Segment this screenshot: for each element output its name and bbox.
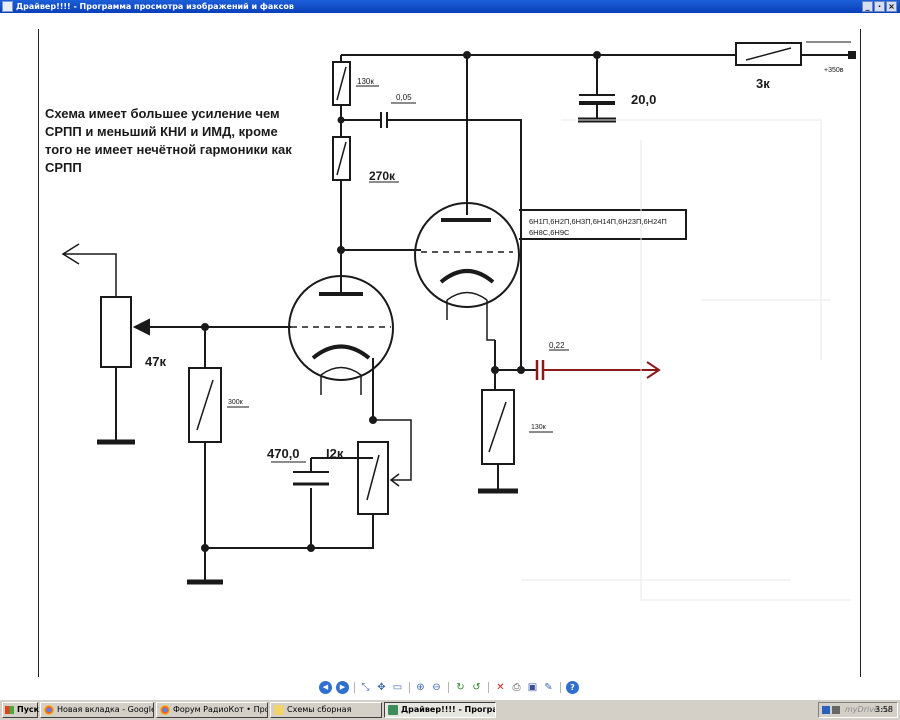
cathode-cap-wire <box>310 457 373 548</box>
toolbar-separator <box>448 682 449 693</box>
circuit-diagram: Схема имеет большее усиление чем СРПП и … <box>45 41 856 601</box>
edit-icon[interactable]: ✎ <box>544 682 553 693</box>
image-viewer-icon <box>388 705 398 715</box>
label-tube-types-1: 6Н1П,6Н2П,6Н3П,6Н14П,6Н23П,6Н24П <box>529 217 667 226</box>
task-label: Схемы сборная <box>287 705 352 714</box>
minimize-button[interactable]: _ <box>862 1 873 12</box>
taskbar-item-folder[interactable]: Схемы сборная <box>270 702 382 718</box>
label-tube-types-2: 6Н8С,6Н9С <box>529 228 570 237</box>
supply-terminal <box>848 51 856 59</box>
trim-wire <box>373 419 412 481</box>
maximize-button[interactable]: · <box>874 1 885 12</box>
note-line-2: СРПП и меньший КНИ и ИМД, кроме <box>45 124 278 139</box>
potentiometer-47k <box>100 296 132 368</box>
schematic-image: Схема имеет большее усиление чем СРПП и … <box>38 29 861 684</box>
windows-logo-icon <box>5 706 14 714</box>
pot-ground <box>97 367 135 443</box>
resistor-slash <box>336 66 347 101</box>
best-fit-icon[interactable]: ⤡ <box>361 682 370 693</box>
tube-lower-cathode <box>311 344 371 360</box>
label-pot: 47к <box>145 354 166 369</box>
zoom-in-icon[interactable]: ⊕ <box>416 682 425 693</box>
network-icon[interactable] <box>822 706 830 714</box>
cathode-ground-wire <box>205 514 374 549</box>
resistor-3k-slash <box>745 47 792 61</box>
volume-icon[interactable] <box>832 706 840 714</box>
capacitor-005 <box>380 112 388 128</box>
taskbar-item-chrome-forum[interactable]: Форум РадиоКот • Прос... <box>156 702 268 718</box>
rotate-counterclockwise-icon[interactable]: ↺ <box>472 682 481 693</box>
taskbar-item-chrome-newtab[interactable]: Новая вкладка - Google... <box>40 702 154 718</box>
resistor-slash <box>488 401 507 453</box>
capacitor-022 <box>535 360 545 380</box>
clock: 3:58 <box>875 705 893 714</box>
note-line-3: того не имеет нечётной гармоники как <box>45 142 292 157</box>
prev-image-icon[interactable]: ◀ <box>319 681 332 694</box>
task-label: Форум РадиоКот • Прос... <box>173 705 268 714</box>
note-line-4: СРПП <box>45 160 82 175</box>
next-image-icon[interactable]: ▶ <box>336 681 349 694</box>
coupling-wire <box>341 119 522 370</box>
tube-upper <box>414 202 520 308</box>
viewer-app-icon <box>2 1 13 12</box>
folder-icon <box>274 705 284 715</box>
tube-upper-heater <box>446 291 495 341</box>
resistor-slash <box>366 454 380 501</box>
print-icon[interactable]: ⎙ <box>512 682 521 693</box>
start-button[interactable]: Пуск <box>2 702 40 718</box>
toolbar-separator <box>488 682 489 693</box>
input-arrow <box>61 243 117 297</box>
resistor-slash <box>336 141 347 176</box>
save-icon[interactable]: ▣ <box>527 682 538 693</box>
toolbar-separator <box>560 682 561 693</box>
window-title: Драйвер!!!! - Программа просмотра изобра… <box>16 2 294 11</box>
watermark: myDrive.ru <box>845 705 890 714</box>
help-icon[interactable]: ? <box>566 681 579 694</box>
capacitor-20-wire <box>579 55 615 118</box>
chrome-icon <box>160 705 170 715</box>
label-r-supply: 3к <box>756 76 770 91</box>
rotate-clockwise-icon[interactable]: ↻ <box>456 682 465 693</box>
tube-lower-heater <box>320 366 362 395</box>
note-line-1: Схема имеет большее усиление чем <box>45 106 280 121</box>
label-r-mid: 270к <box>369 169 396 183</box>
label-r-load: 130к <box>531 424 547 431</box>
toolbar-separator <box>354 682 355 693</box>
label-r-cathode: I2к <box>326 446 344 461</box>
resistor-3k <box>735 42 802 66</box>
slideshow-icon[interactable]: ▭ <box>392 682 403 693</box>
label-c-out: 0,22 <box>549 341 565 350</box>
window-titlebar: Драйвер!!!! - Программа просмотра изобра… <box>0 0 900 13</box>
taskbar-item-viewer[interactable]: Драйвер!!!! - Програ... <box>384 702 496 718</box>
junction-dot <box>307 544 315 552</box>
output-arrow <box>543 361 661 379</box>
close-button[interactable]: × <box>886 1 897 12</box>
resistor-slash <box>196 379 214 431</box>
task-label: Драйвер!!!! - Програ... <box>401 705 495 714</box>
viewer-toolbar: ◀ ▶ ⤡ ✥ ▭ ⊕ ⊖ ↻ ↺ ✕ ⎙ ▣ ✎ ? <box>0 677 900 699</box>
start-label: Пуск <box>17 705 40 714</box>
tube-types-box <box>519 209 687 240</box>
task-label: Новая вкладка - Google... <box>57 705 154 714</box>
actual-size-icon[interactable]: ✥ <box>377 682 386 693</box>
resistor-300k <box>188 367 222 443</box>
toolbar-separator <box>409 682 410 693</box>
system-tray: myDrive.ru 3:58 <box>818 702 898 718</box>
tube-upper-cathode <box>439 269 495 284</box>
zoom-out-icon[interactable]: ⊖ <box>432 682 441 693</box>
scan-artifacts <box>521 119 851 601</box>
image-viewer-area: Схема имеет большее усиление чем СРПП и … <box>0 13 900 684</box>
label-supply-voltage: +350в <box>824 67 844 74</box>
trim-arrow <box>389 473 400 487</box>
label-c-coupling: 0,05 <box>396 93 412 102</box>
taskbar: Пуск Новая вкладка - Google... Форум Рад… <box>0 699 900 720</box>
delete-icon[interactable]: ✕ <box>496 682 505 693</box>
label-r-top: 130к <box>357 77 374 86</box>
pot-wiper-arrow <box>132 318 150 336</box>
chrome-icon <box>44 705 54 715</box>
label-c-supply: 20,0 <box>631 92 656 107</box>
label-c-cathode: 470,0 <box>267 446 300 461</box>
label-r-grid: 300к <box>228 399 244 406</box>
